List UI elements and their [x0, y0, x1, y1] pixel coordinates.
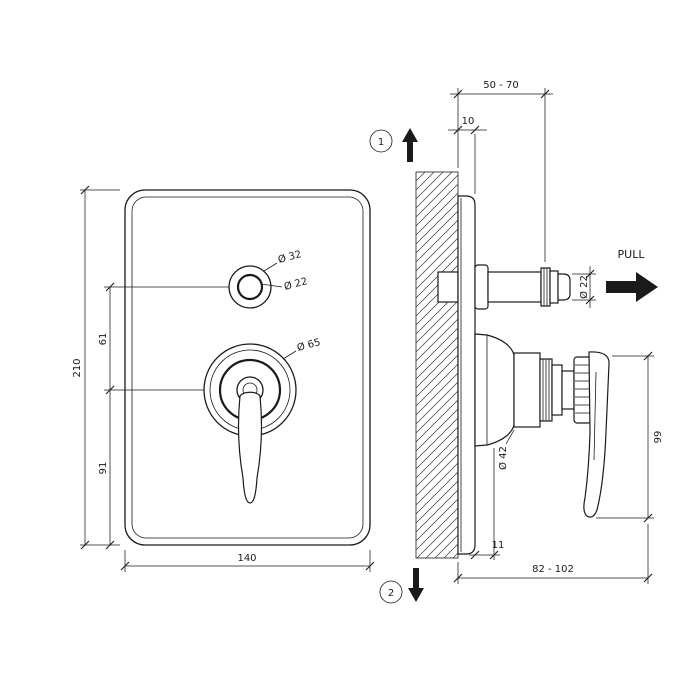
- dim-50-70: 50 - 70: [483, 80, 518, 91]
- label-pull: PULL: [618, 248, 646, 261]
- dim-span-61: 61: [98, 333, 109, 346]
- diverter-collar: [549, 270, 559, 304]
- diverter-body: [487, 271, 542, 303]
- wall-section: [415, 171, 459, 559]
- lever-handle-side: [583, 351, 610, 518]
- lever-handle-front: [237, 391, 263, 504]
- side-view: PULL 1 2: [369, 128, 658, 604]
- label-dia65: Ø 65: [296, 336, 322, 354]
- diverter-button-inner: [236, 273, 264, 301]
- dim-10: 10: [462, 116, 475, 127]
- marker-2-label: 2: [388, 588, 394, 599]
- dim-99: 99: [653, 431, 664, 444]
- dim-82-102: 82 - 102: [532, 564, 574, 575]
- marker-1-circle: [369, 129, 393, 153]
- valve-neck: [551, 364, 563, 416]
- diverter-ridge: [540, 267, 551, 307]
- up-arrow-icon: [402, 128, 418, 162]
- marker-1-label: 1: [378, 137, 384, 148]
- pull-arrow-icon: [606, 272, 658, 302]
- valve-stem: [561, 370, 575, 410]
- front-view: Ø 32 Ø 22 Ø 65: [124, 189, 371, 546]
- diverter-flange: [474, 264, 489, 310]
- dim-dia42: Ø 42: [497, 446, 509, 470]
- marker-2-circle: [379, 580, 403, 604]
- leader-dia32: [263, 262, 278, 272]
- dim-span-91: 91: [98, 462, 109, 475]
- dim-height-210: 210: [72, 358, 83, 377]
- dim-width-140: 140: [237, 553, 256, 564]
- label-dia32: Ø 32: [277, 248, 303, 266]
- down-arrow-icon: [408, 568, 424, 602]
- leader-dia65: [282, 350, 297, 360]
- dim-11: 11: [492, 540, 505, 551]
- plate-outer-outline: [124, 189, 371, 546]
- side-view-dimensions: 50 - 70 10 Ø 22 Ø 42 99 11: [448, 80, 664, 584]
- diverter-cap: [557, 273, 571, 301]
- diverter-button-outer: [228, 265, 272, 309]
- label-dia22-front: Ø 22: [283, 275, 309, 293]
- wall-hatch: [415, 171, 459, 559]
- in-wall-valve-body: [437, 271, 459, 303]
- valve-body-cylinder: [513, 352, 541, 428]
- plate-side-profile: [457, 195, 476, 555]
- front-view-dimensions: 210 61 91 140: [72, 185, 375, 572]
- valve-escutcheon-bell: [474, 333, 515, 447]
- plate-inner-outline: [131, 196, 364, 539]
- dim-dia22-side: Ø 22: [578, 275, 590, 299]
- leader-dia22-front: [260, 283, 283, 288]
